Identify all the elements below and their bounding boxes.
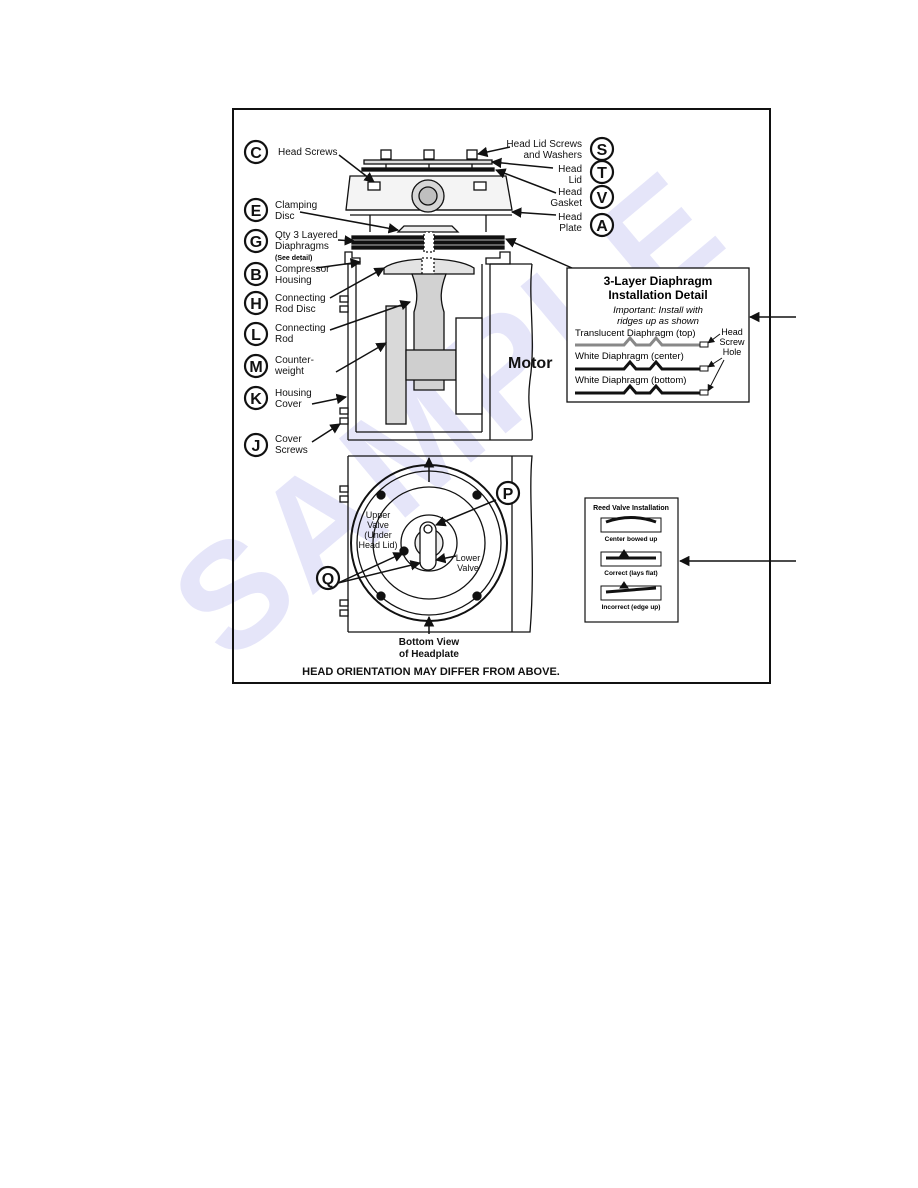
label-e-line-1: Clamping	[275, 200, 317, 211]
label-g-sub: (See detail)	[275, 255, 312, 262]
badge-b: B	[250, 267, 262, 284]
label-v-line-2: Gasket	[550, 198, 582, 209]
reed-item-1: Center bowed up	[605, 536, 658, 543]
hole-label-3: Hole	[723, 347, 742, 357]
label-s-line-1: Head Lid Screws	[506, 139, 582, 150]
layer-bottom-line	[575, 383, 700, 395]
badge-p-circle	[495, 480, 521, 506]
badge-k-circle	[243, 385, 269, 411]
bottom-view-headplate	[339, 455, 533, 633]
diaphragm-stack	[351, 231, 505, 253]
badge-m: M	[249, 359, 262, 376]
badge-j: J	[252, 438, 261, 455]
upper-valve-2: Valve	[367, 520, 389, 530]
badge-a: A	[596, 218, 608, 235]
clamping-disc	[396, 225, 460, 233]
badge-e-circle	[243, 197, 269, 223]
motor-label: Motor	[508, 355, 552, 372]
badge-s: S	[597, 142, 608, 159]
badge-e: E	[251, 203, 262, 220]
upper-valve-1: Upper	[366, 510, 391, 520]
detail-title-1: 3-Layer Diaphragm	[604, 274, 713, 288]
reed-item-2: Correct (lays flat)	[604, 570, 657, 577]
label-g-line-1: Qty 3 Layered	[275, 230, 338, 241]
diagram-frame	[232, 108, 771, 684]
badge-t: T	[597, 165, 607, 182]
badge-l: L	[251, 327, 261, 344]
upper-valve-3: (Under	[364, 530, 392, 540]
detail-note-1: Important: Install with	[613, 305, 703, 316]
hole-label-2: Screw	[719, 337, 745, 347]
badge-j-circle	[243, 432, 269, 458]
badge-l-circle	[243, 321, 269, 347]
reed-valve-box: Reed Valve Installation Center bowed up …	[584, 497, 679, 623]
bottom-view-labels: Upper Valve (Under Head Lid) Lower Valve…	[358, 510, 480, 660]
badge-k: K	[250, 391, 262, 408]
label-k-line-2: Cover	[275, 399, 302, 410]
badge-v: V	[597, 190, 608, 207]
badge-c: C	[250, 145, 262, 162]
label-g-line-2: Diaphragms	[275, 241, 329, 252]
lower-valve-2: Valve	[457, 563, 479, 573]
label-c-line-1: Head Screws	[278, 147, 337, 158]
label-h-line-2: Rod Disc	[275, 304, 316, 315]
counterweight	[385, 305, 407, 425]
compressor-housing	[339, 251, 533, 441]
footer-note: HEAD ORIENTATION MAY DIFFER FROM ABOVE.	[302, 666, 560, 678]
head-lid-screws	[380, 149, 478, 168]
label-j-line-1: Cover	[275, 434, 302, 445]
head-gasket	[361, 167, 495, 172]
label-b-line-1: Compressor	[275, 264, 330, 275]
label-b-line-2: Housing	[275, 275, 312, 286]
lower-valve-1: Lower	[456, 553, 481, 563]
badge-p: P	[503, 486, 514, 503]
label-k-line-1: Housing	[275, 388, 312, 399]
head-lid	[363, 159, 493, 165]
badge-g: G	[250, 234, 262, 251]
label-a-line-1: Head	[558, 212, 582, 223]
reed-title: Reed Valve Installation	[593, 505, 669, 512]
layer-center-line	[575, 359, 700, 371]
badge-b-circle	[243, 261, 269, 287]
badge-t-circle	[589, 159, 615, 185]
label-m-line-2: weight	[274, 366, 304, 377]
label-l-line-2: Rod	[275, 334, 293, 345]
badge-q: Q	[322, 571, 334, 588]
layer-center-label: White Diaphragm (center)	[575, 351, 684, 362]
layer-top-line	[575, 335, 700, 347]
label-a-line-2: Plate	[559, 223, 582, 234]
lower-valve	[419, 521, 437, 571]
head-assembly	[345, 149, 513, 253]
label-t-line-2: Lid	[569, 175, 582, 186]
detail-title-2: Installation Detail	[608, 288, 707, 302]
label-e-line-2: Disc	[275, 211, 294, 222]
label-h-line-1: Connecting	[275, 293, 326, 304]
diaphragm-detail-box: 3-Layer Diaphragm Installation Detail Im…	[566, 267, 750, 403]
label-l-line-1: Connecting	[275, 323, 326, 334]
detail-note-2: ridges up as shown	[617, 316, 699, 327]
badge-q-circle	[315, 565, 341, 591]
layer-top-label: Translucent Diaphragm (top)	[575, 328, 696, 339]
hole-label-1: Head	[721, 327, 743, 337]
label-t-line-1: Head	[558, 164, 582, 175]
label-v-line-1: Head	[558, 187, 582, 198]
label-m-line-1: Counter-	[275, 355, 314, 366]
layer-bottom-label: White Diaphragm (bottom)	[575, 375, 686, 386]
leader-lines	[299, 146, 796, 634]
upper-valve-4: Head Lid)	[358, 540, 397, 550]
badge-g-circle	[243, 228, 269, 254]
label-j-line-2: Screws	[275, 445, 308, 456]
label-s-line-2: and Washers	[523, 150, 582, 161]
badge-m-circle	[243, 353, 269, 379]
reed-item-3: Incorrect (edge up)	[602, 604, 661, 611]
badge-c-circle	[243, 139, 269, 165]
bottom-caption-1: Bottom View	[399, 637, 460, 648]
bottom-caption-2: of Headplate	[399, 649, 459, 660]
badge-h: H	[250, 296, 262, 313]
badge-h-circle	[243, 290, 269, 316]
badge-v-circle	[589, 184, 615, 210]
badge-a-circle	[589, 212, 615, 238]
